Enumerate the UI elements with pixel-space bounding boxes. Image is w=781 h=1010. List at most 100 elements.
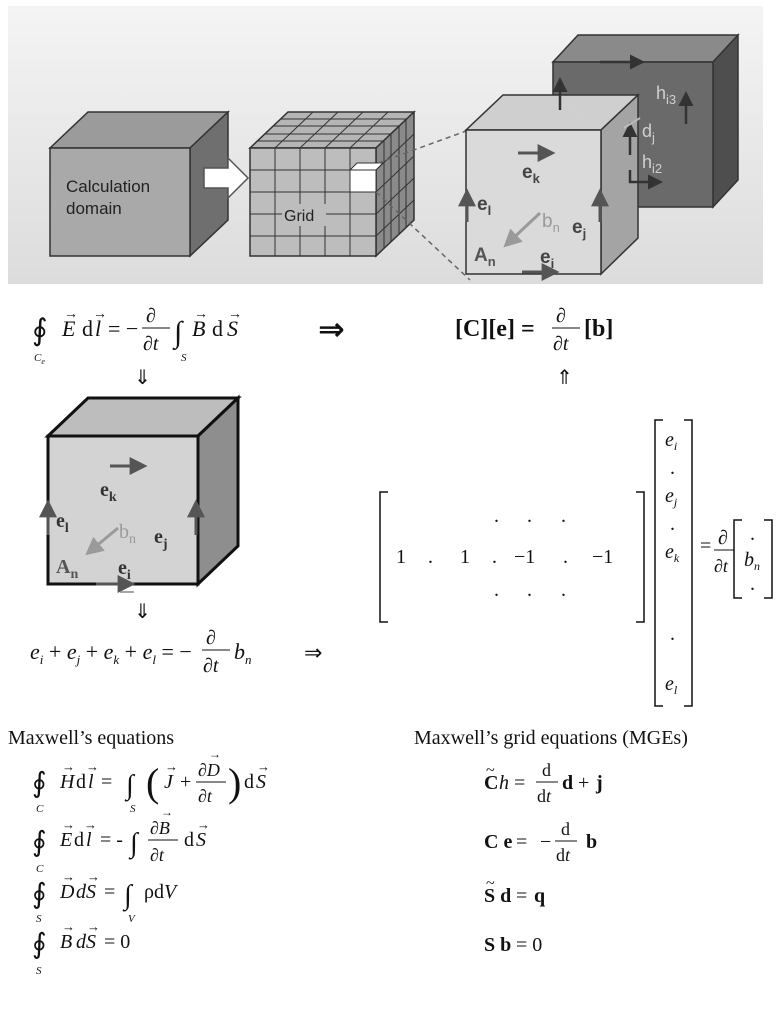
svg-text:+: + (180, 771, 191, 793)
svg-text:dt: dt (556, 845, 571, 865)
label-b-n: bn (542, 211, 560, 235)
label-d-j: dj (642, 121, 655, 145)
svg-text:−: − (540, 831, 551, 853)
svg-text:H: H (59, 771, 76, 793)
grid-ampere-equation: C ~ h = d dt d + j (484, 760, 603, 806)
cube-label-a-n: An (56, 556, 78, 582)
svg-text:→: → (86, 759, 99, 774)
svg-text:d: d (74, 829, 84, 851)
svg-text:→: → (64, 307, 78, 322)
gauss-electric-law: ∮ S D → dS → = ∫ V ρdV (32, 869, 179, 925)
svg-text:.: . (750, 523, 755, 545)
svg-text:.: . (561, 579, 566, 601)
svg-text:∂: ∂ (718, 527, 728, 549)
svg-text:C: C (36, 863, 44, 875)
svg-text:B: B (192, 316, 205, 341)
svg-text:d: d (562, 772, 573, 794)
svg-text:=: = (104, 881, 115, 903)
svg-text:∮: ∮ (32, 879, 47, 910)
label-e-j: ej (572, 217, 586, 241)
svg-text:dt: dt (537, 786, 552, 806)
svg-text:∂t: ∂t (198, 786, 213, 806)
svg-text:= -: = - (100, 829, 123, 851)
domain-label-1: Calculation (66, 177, 150, 196)
svg-text:C: C (484, 772, 498, 794)
svg-text:∮: ∮ (32, 768, 47, 799)
svg-text:S d: S d (484, 885, 511, 907)
implies-up: ⇑ (556, 365, 573, 389)
svg-text:→: → (257, 759, 270, 774)
svg-text:→: → (87, 919, 100, 934)
svg-text:B: B (60, 931, 72, 953)
svg-text:=: = (101, 771, 112, 793)
cube-label-e-k: ek (100, 479, 117, 505)
svg-text:~: ~ (486, 875, 495, 892)
svg-text:.: . (527, 579, 532, 601)
svg-text:→: → (194, 307, 208, 322)
svg-text:l: l (88, 771, 94, 793)
svg-text:→: → (197, 817, 210, 832)
cube-label-e-l: el (56, 510, 69, 536)
dual-arrows (552, 54, 694, 190)
svg-text:= 0: = 0 (516, 934, 542, 956)
implies-right-1: ⇒ (318, 310, 345, 348)
svg-text:h: h (499, 772, 509, 794)
svg-text:→: → (62, 869, 75, 884)
svg-text:=: = (516, 885, 527, 907)
svg-text:dS: dS (76, 881, 96, 903)
faraday-integral-law: ∮ Ce E → d l → = − ∂ ∂t ∫ S B → d S → (32, 305, 242, 366)
svg-text:d: d (76, 771, 86, 793)
svg-text:el: el (665, 673, 678, 697)
svg-text:.: . (670, 513, 675, 535)
svg-text:l: l (86, 829, 92, 851)
implies-right-2: ⇒ (304, 641, 322, 666)
svg-text:∂t: ∂t (150, 845, 165, 865)
matrix-equation: = ∂ ∂t (379, 419, 773, 707)
cube-label-b-n: bn (119, 521, 136, 547)
svg-text:b: b (586, 831, 597, 853)
svg-text:d: d (184, 829, 194, 851)
svg-text:D: D (59, 881, 75, 903)
svg-text:−1: −1 (514, 546, 535, 568)
svg-text:[C][e] =: [C][e] = (455, 316, 535, 342)
label-h-i2: hi2 (642, 152, 662, 176)
label-e-l: el (477, 194, 491, 218)
svg-text:∂D: ∂D (198, 760, 220, 780)
svg-text:=: = (514, 772, 525, 794)
implies-down-1: ⇓ (134, 365, 151, 389)
svg-text:j: j (595, 772, 603, 794)
svg-text:C e: C e (484, 831, 512, 853)
svg-text:Ce: Ce (34, 352, 45, 366)
svg-text:1: 1 (396, 546, 406, 568)
svg-text:ei: ei (665, 429, 677, 453)
svg-text:E: E (61, 316, 76, 341)
primary-cube (458, 93, 640, 281)
calculation-domain-cube (48, 110, 230, 258)
svg-text:.: . (492, 546, 497, 568)
svg-text:→: → (84, 817, 97, 832)
svg-text:→: → (228, 307, 242, 322)
svg-text:S b: S b (484, 934, 511, 956)
svg-text:∫: ∫ (172, 316, 184, 351)
svg-text:l: l (95, 316, 101, 341)
svg-text:→: → (93, 307, 107, 322)
svg-text:∮: ∮ (32, 929, 47, 960)
vector-b: . bn . (744, 523, 760, 595)
svg-text:→: → (62, 817, 75, 832)
svg-text:=: = (516, 831, 527, 853)
matrix-row-1-dots: . . . . . . (494, 505, 566, 601)
svg-text:1: 1 (460, 546, 470, 568)
maxwell-grid-equations-header: Maxwell’s grid equations (MGEs) (414, 727, 688, 749)
svg-text:.: . (750, 573, 755, 595)
svg-text:∫: ∫ (124, 770, 136, 802)
grid-gauss-magnetic-equation: S b = 0 (484, 934, 542, 956)
implies-down-2: ⇓ (134, 599, 151, 623)
svg-text:→: → (161, 805, 173, 819)
svg-text:.: . (561, 505, 566, 527)
svg-text:S: S (36, 965, 42, 977)
svg-text:ρdV: ρdV (144, 881, 179, 903)
cube-label-e-j: ej (154, 526, 168, 552)
svg-text:S: S (227, 316, 238, 341)
svg-text:~: ~ (486, 762, 495, 779)
svg-text:∫: ∫ (128, 828, 140, 860)
